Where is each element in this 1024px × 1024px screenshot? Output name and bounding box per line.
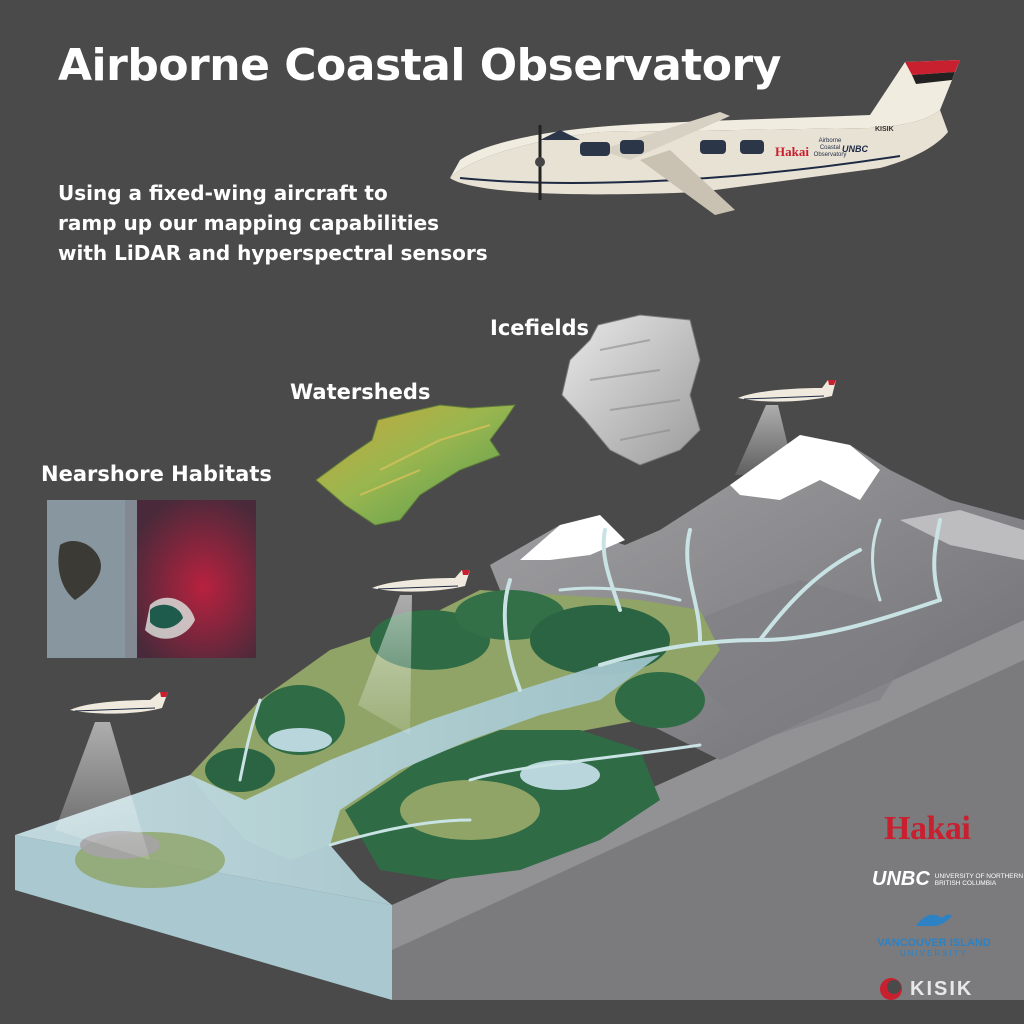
label-watersheds: Watersheds [290,380,431,404]
aircraft-livery-brand: Hakai [775,144,809,159]
icefields-map [561,314,701,466]
river-network [238,518,942,847]
aircraft-small-right [738,380,836,402]
subtitle-line: Using a fixed-wing aircraft to [58,181,388,205]
subtitle-line: ramp up our mapping capabilities [58,211,440,235]
viu-wave-icon [916,914,952,926]
page-title: Airborne Coastal Observatory [58,40,781,91]
hakai-logo: Hakai [884,810,971,847]
aircraft-livery-kisik: KISIK [875,126,894,133]
label-nearshore-habitats: Nearshore Habitats [41,462,272,486]
watersheds-map [315,404,516,526]
subtitle: Using a fixed-wing aircraft to ramp up o… [58,178,528,268]
unbc-logo-text: UNIVERSITY OF NORTHERN BRITISH COLUMBIA [934,872,1024,887]
viu-logo-name: VANCOUVER ISLAND [877,937,991,949]
label-icefields: Icefields [490,316,590,340]
aircraft-livery-name: Airborne Coastal Observatory [810,138,850,159]
kisik-logo: KISIK [878,976,973,1002]
aircraft-small-middle [372,570,470,592]
aircraft-small-left [70,692,168,714]
aircraft-livery-line: Airborne [818,138,842,144]
aircraft-livery-line: Observatory [813,152,847,158]
unbc-logo: UNBC UNIVERSITY OF NORTHERN BRITISH COLU… [872,868,1024,891]
viu-logo-sub: UNIVERSITY [899,949,968,958]
aircraft-livery-unbc: UNBC [842,144,868,154]
nearshore-habitat-image [47,500,256,658]
kisik-logo-name: KISIK [910,977,974,1000]
aircraft-hero [450,60,960,215]
kisik-circle-icon [880,978,902,1000]
subtitle-line: with LiDAR and hyperspectral sensors [58,241,488,265]
sensor-beams [55,405,795,860]
viu-logo: VANCOUVER ISLAND UNIVERSITY [872,910,996,958]
aircraft-livery-line: Coastal [819,145,841,151]
unbc-logo-mark: UNBC [872,868,930,890]
